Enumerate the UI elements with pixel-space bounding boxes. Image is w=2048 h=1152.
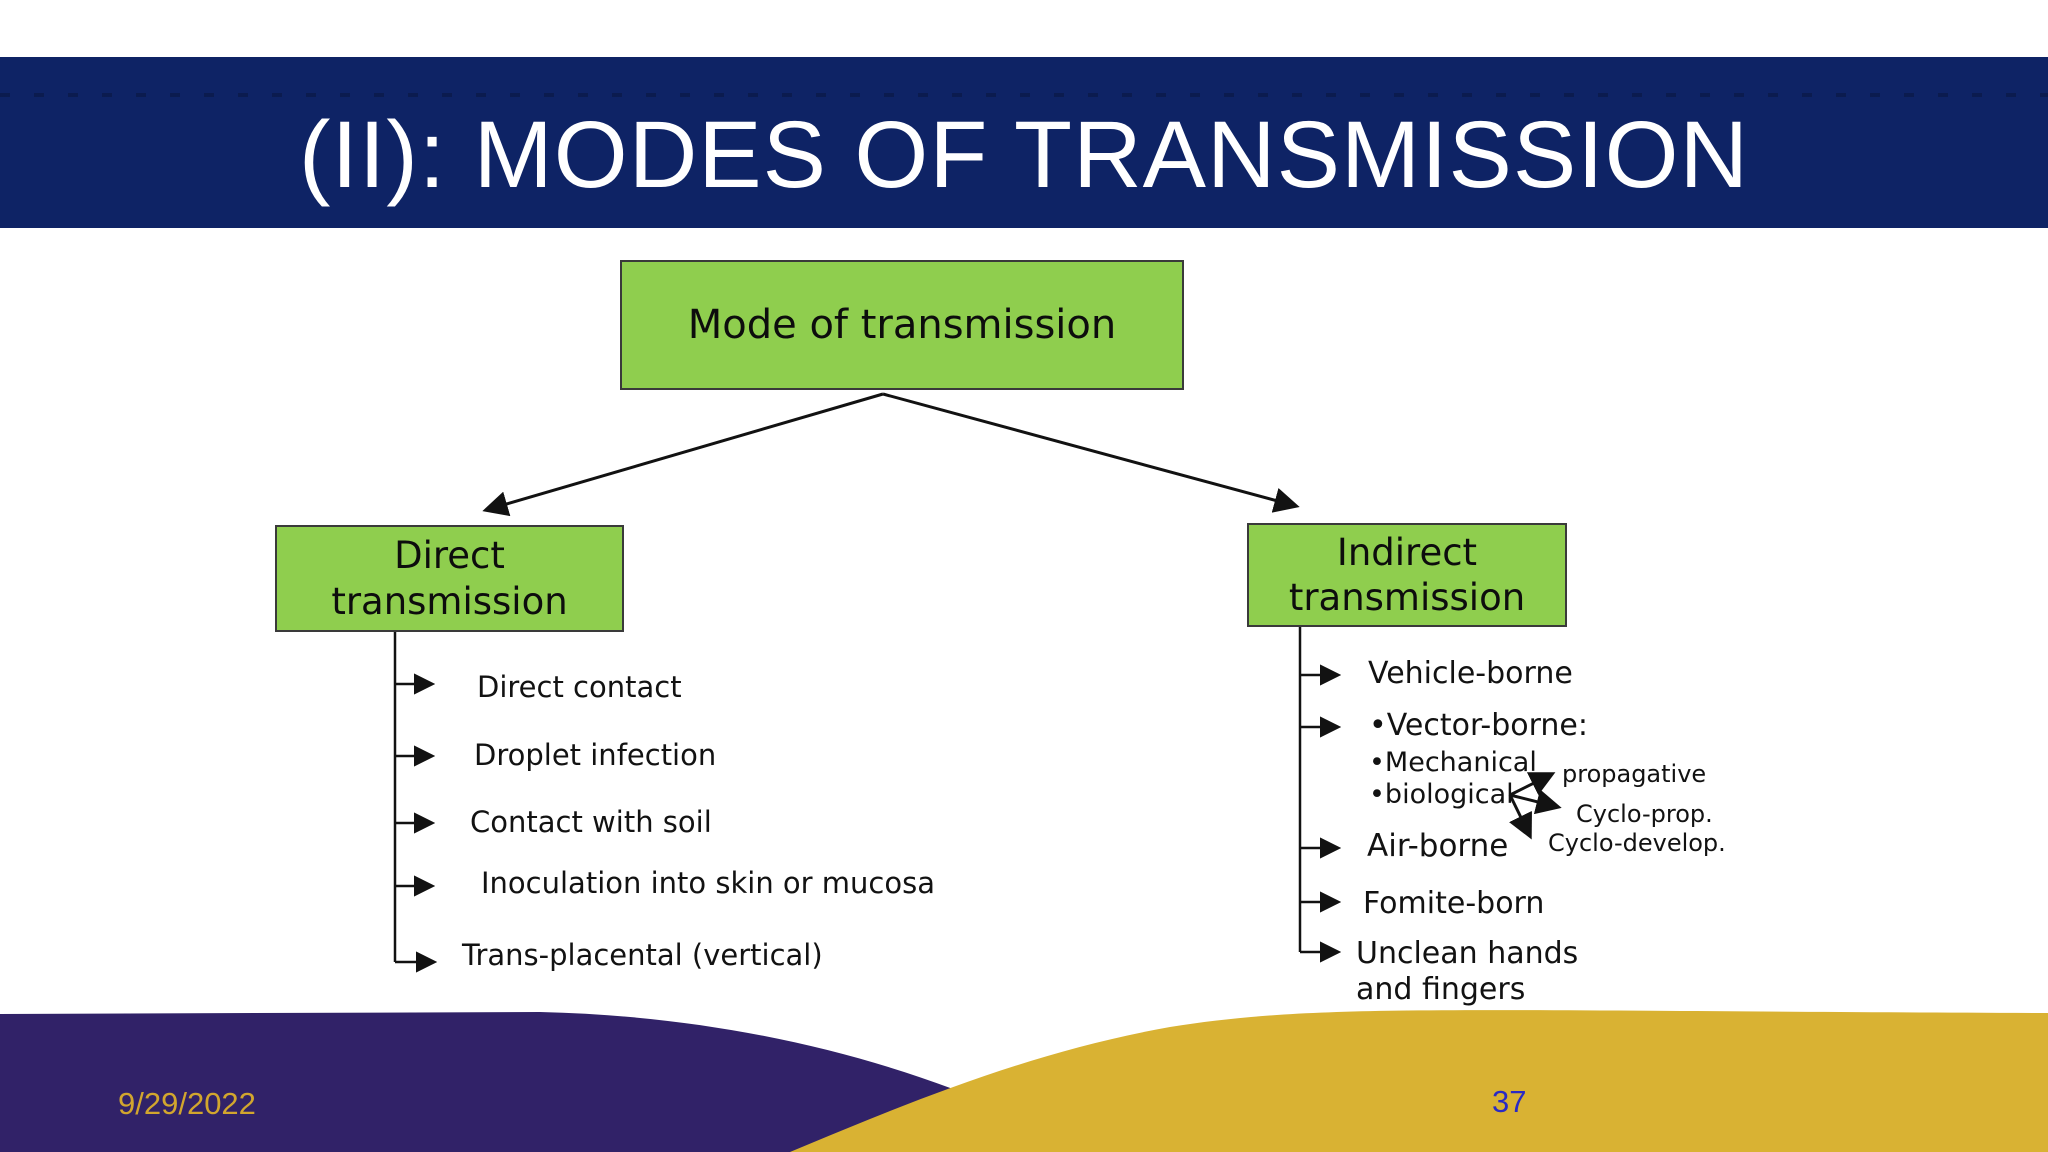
footer-page-number: 37	[1492, 1084, 1527, 1119]
direct-item-direct-contact: Direct contact	[477, 670, 682, 704]
vector-target-cyclo-develop: Cyclo-develop.	[1548, 829, 1726, 857]
indirect-item-unclean-hands: Unclean hands and fingers	[1356, 936, 1579, 1007]
title-bar-dash-texture	[0, 93, 2048, 97]
footer-wave-purple	[0, 1012, 1095, 1152]
indirect-item-vehicle-borne: Vehicle-borne	[1368, 656, 1573, 691]
vector-target-propagative: propagative	[1562, 760, 1707, 788]
indirect-branch-lines	[1298, 623, 1342, 963]
node-direct-transmission: Direct transmission	[275, 525, 624, 632]
direct-item-inoculation: Inoculation into skin or mucosa	[481, 866, 936, 900]
node-indirect-transmission: Indirect transmission	[1247, 523, 1567, 627]
indirect-item-vector-borne: •Vector-borne:	[1369, 708, 1588, 743]
indirect-item-air-borne: Air-borne	[1367, 828, 1509, 864]
node-mode-of-transmission: Mode of transmission	[620, 260, 1184, 390]
direct-item-contact-with-soil: Contact with soil	[470, 805, 712, 839]
direct-branch-lines	[393, 628, 438, 973]
vector-sub-mechanical: •Mechanical	[1369, 747, 1537, 778]
root-branch-arrows	[482, 392, 1300, 517]
biological-fan-arrows	[1508, 772, 1562, 840]
title-bar: (II): MODES OF TRANSMISSION	[0, 57, 2048, 228]
vector-sub-biological: •biological	[1369, 779, 1514, 810]
vector-target-cyclo-prop: Cyclo-prop.	[1576, 800, 1713, 828]
indirect-item-fomite-born: Fomite-born	[1363, 886, 1545, 921]
slide-title: (II): MODES OF TRANSMISSION	[298, 102, 1750, 208]
direct-item-trans-placental: Trans-placental (vertical)	[462, 938, 823, 972]
footer-date: 9/29/2022	[118, 1086, 256, 1121]
direct-item-droplet-infection: Droplet infection	[474, 738, 717, 772]
footer-wave-gold	[790, 1010, 2048, 1152]
